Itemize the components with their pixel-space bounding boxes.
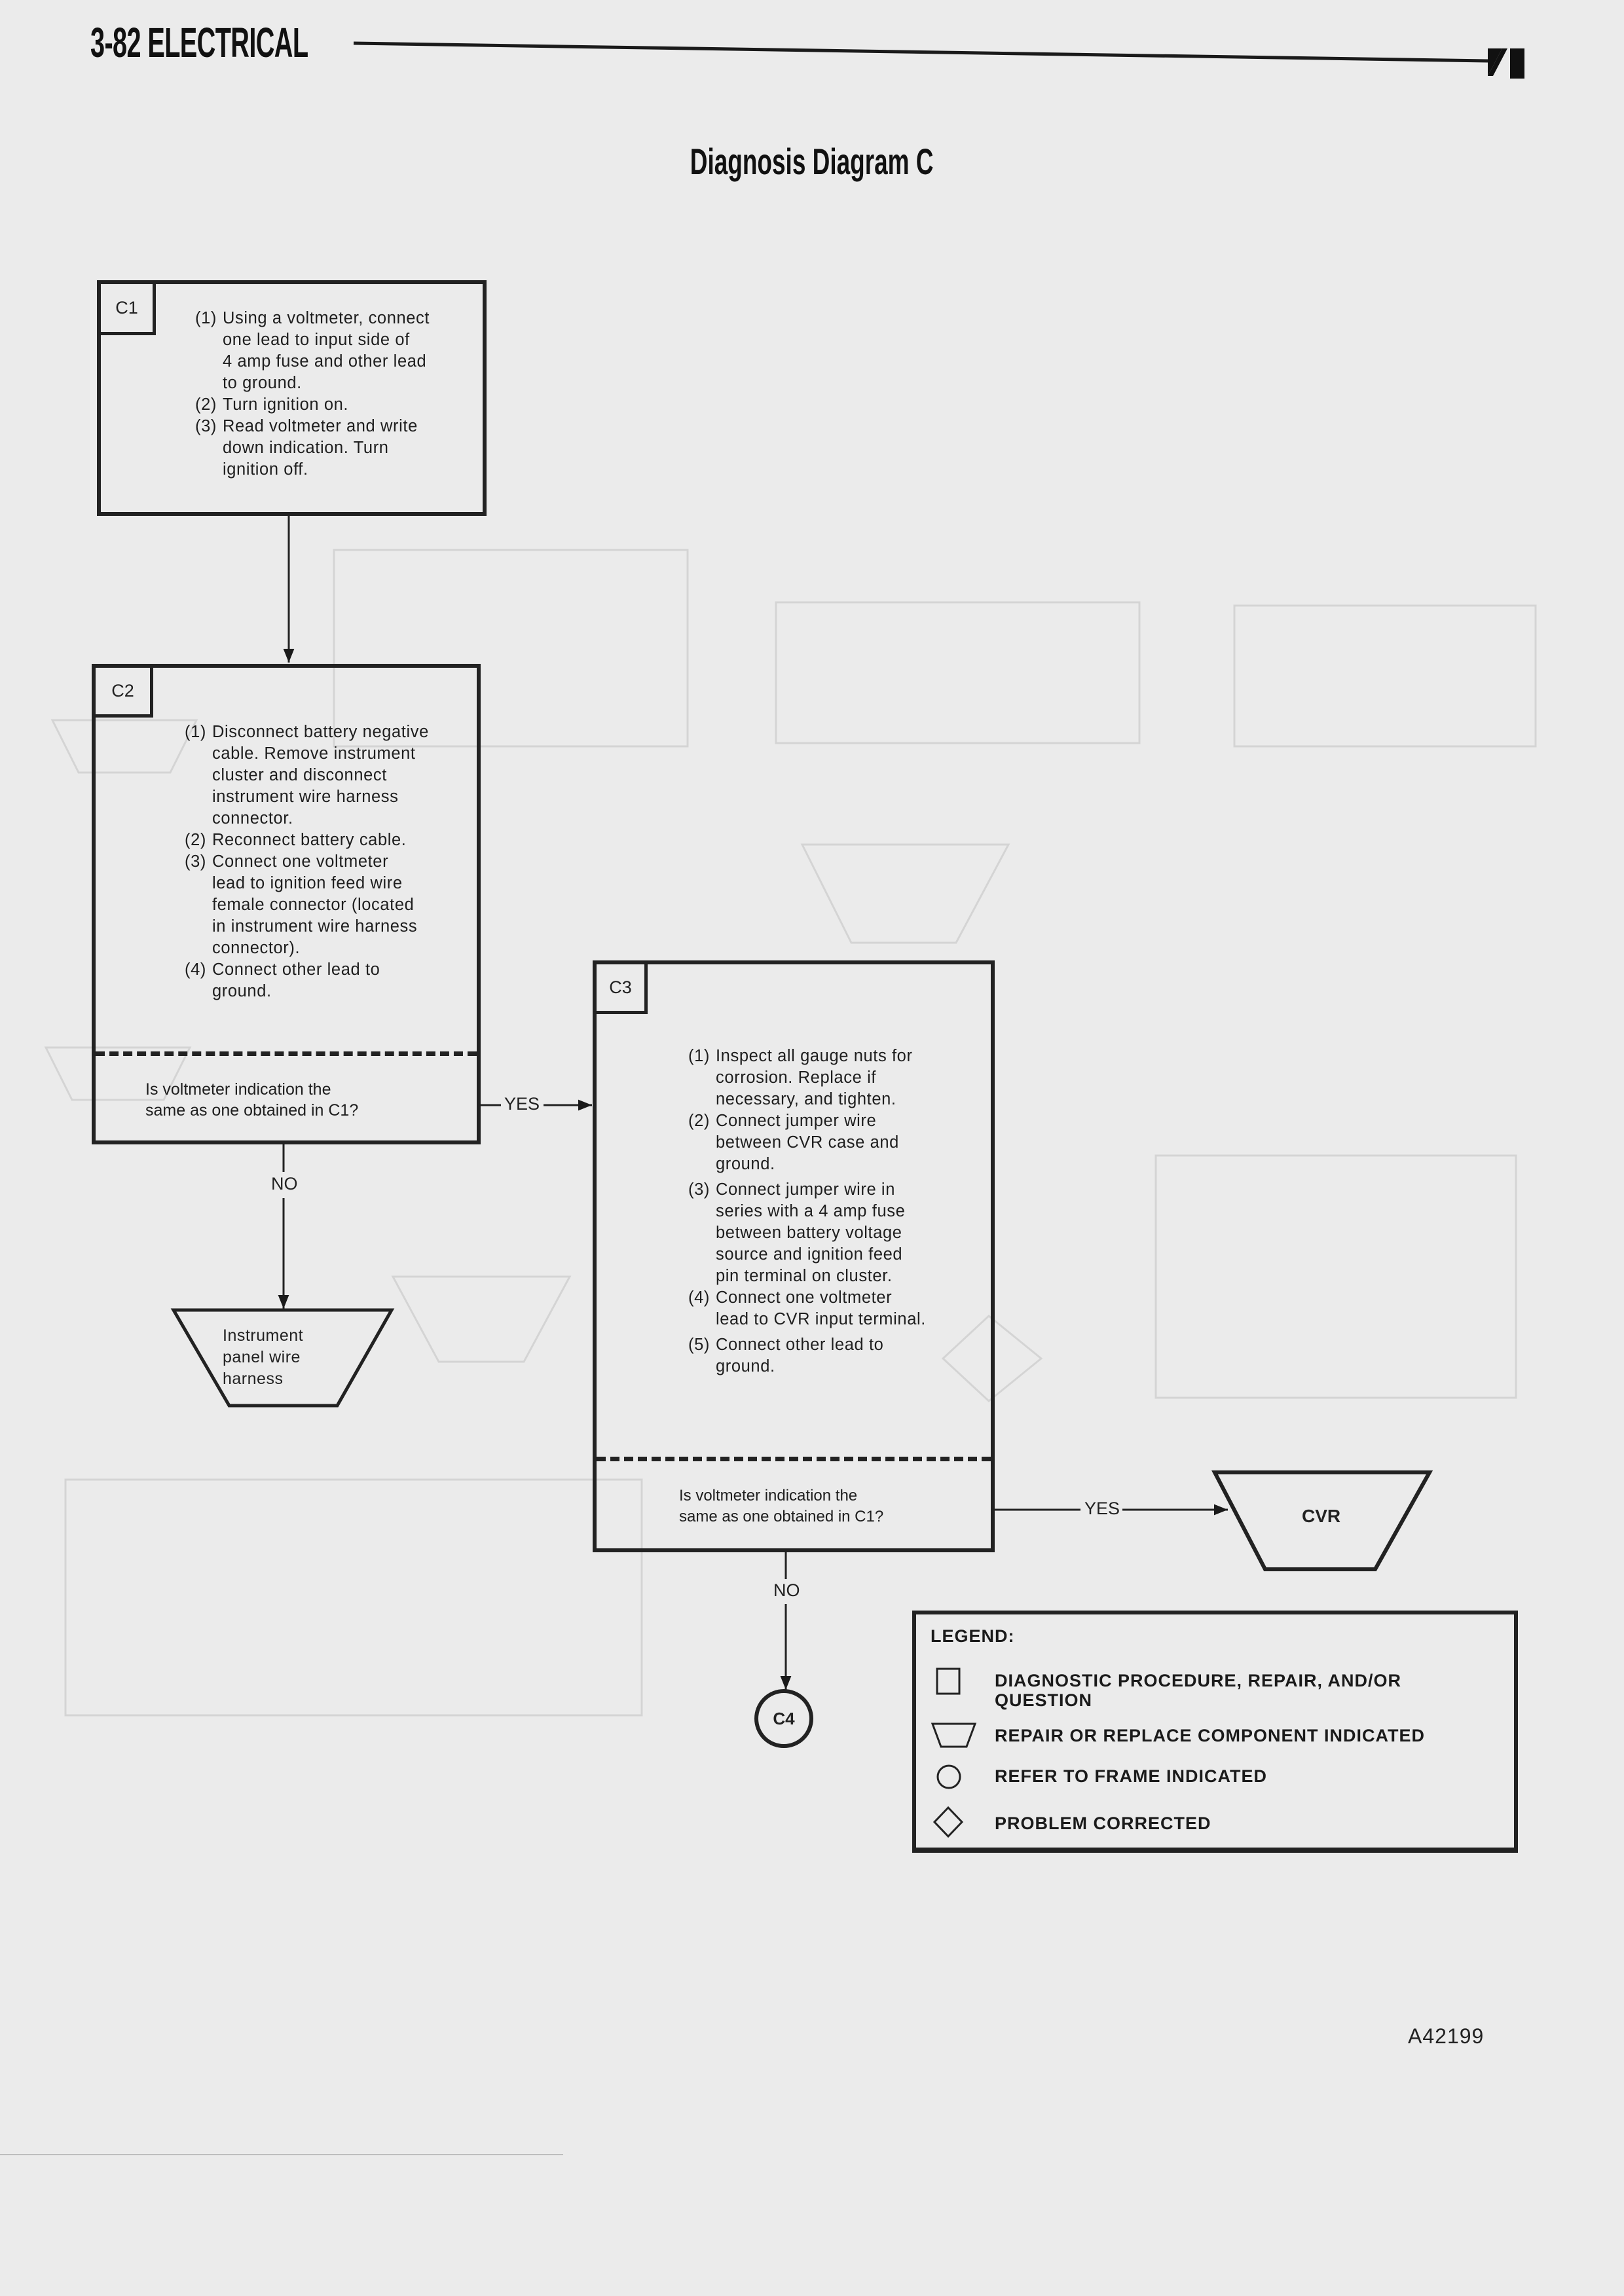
- c3-step-2: (2)Connect jumper wire between CVR case …: [688, 1112, 899, 1173]
- diamond-icon: [932, 1806, 964, 1838]
- frame-c1-id: C1: [101, 284, 156, 335]
- c3-step-1: (1)Inspect all gauge nuts for corrosion.…: [688, 1047, 913, 1108]
- header-rule: [353, 41, 1488, 63]
- frame-c2[interactable]: C2 (1)Disconnect battery negative cable.…: [92, 664, 481, 1144]
- frame-c3-id: C3: [597, 964, 648, 1014]
- frame-c3-divider: [597, 1457, 991, 1461]
- c2-yes-label: YES: [502, 1094, 543, 1114]
- frame-c3-steps: (1)Inspect all gauge nuts for corrosion.…: [688, 1046, 926, 1377]
- c3-yes-label: YES: [1082, 1499, 1123, 1519]
- c2-no-label: NO: [268, 1174, 301, 1194]
- frame-c3[interactable]: C3 (1)Inspect all gauge nuts for corrosi…: [593, 960, 995, 1552]
- c2-step-1: (1)Disconnect battery negative cable. Re…: [185, 723, 429, 828]
- manufacturer-logo-icon: [1488, 48, 1524, 79]
- frame-c1[interactable]: C1 (1)Using a voltmeter, connect one lea…: [97, 280, 487, 516]
- legend-title: LEGEND:: [931, 1626, 1015, 1646]
- c2-step-2: (2)Reconnect battery cable.: [185, 831, 407, 849]
- frame-c2-steps: (1)Disconnect battery negative cable. Re…: [185, 721, 429, 1002]
- circle-icon: [936, 1764, 961, 1789]
- frame-c1-steps: (1)Using a voltmeter, connect one lead t…: [195, 308, 430, 481]
- c3-step-3: (3)Connect jumper wire in series with a …: [688, 1180, 906, 1285]
- legend: LEGEND: DIAGNOSTIC PROCEDURE, REPAIR, AN…: [912, 1611, 1518, 1853]
- c1-step-3: (3)Read voltmeter and write down indicat…: [195, 417, 418, 479]
- component-trapezoid-harness: [170, 1308, 395, 1408]
- c1-step-2: (2)Turn ignition on.: [195, 395, 349, 414]
- frame-c2-question: Is voltmeter indication the same as one …: [145, 1080, 359, 1120]
- frame-c2-divider: [96, 1051, 477, 1056]
- scan-edge: [0, 2154, 563, 2155]
- c3-step-5: (5)Connect other lead to ground.: [688, 1336, 884, 1376]
- section-heading: 3-82 ELECTRICAL: [90, 19, 308, 66]
- c2-step-3: (3)Connect one voltmeter lead to ignitio…: [185, 852, 418, 957]
- trapezoid-icon: [931, 1722, 977, 1748]
- c3-no-label: NO: [771, 1580, 803, 1601]
- figure-reference-code: A42199: [1408, 2024, 1485, 2048]
- component-trapezoid-cvr: [1211, 1470, 1433, 1571]
- refer-frame-circle-c4: [754, 1689, 813, 1748]
- c2-step-4: (4)Connect other lead to ground.: [185, 960, 380, 1000]
- frame-c3-question: Is voltmeter indication the same as one …: [679, 1487, 884, 1525]
- square-icon: [936, 1667, 961, 1695]
- diagram-title: Diagnosis Diagram C: [690, 141, 934, 182]
- c1-step-1: (1)Using a voltmeter, connect one lead t…: [195, 309, 430, 392]
- component-cvr-label: CVR: [1302, 1506, 1341, 1526]
- c3-step-4: (4)Connect one voltmeter lead to CVR inp…: [688, 1288, 926, 1328]
- component-harness-label: Instrument panel wire harness: [223, 1326, 304, 1388]
- frame-c2-id: C2: [96, 668, 153, 718]
- refer-frame-c4-label[interactable]: C4: [773, 1709, 795, 1728]
